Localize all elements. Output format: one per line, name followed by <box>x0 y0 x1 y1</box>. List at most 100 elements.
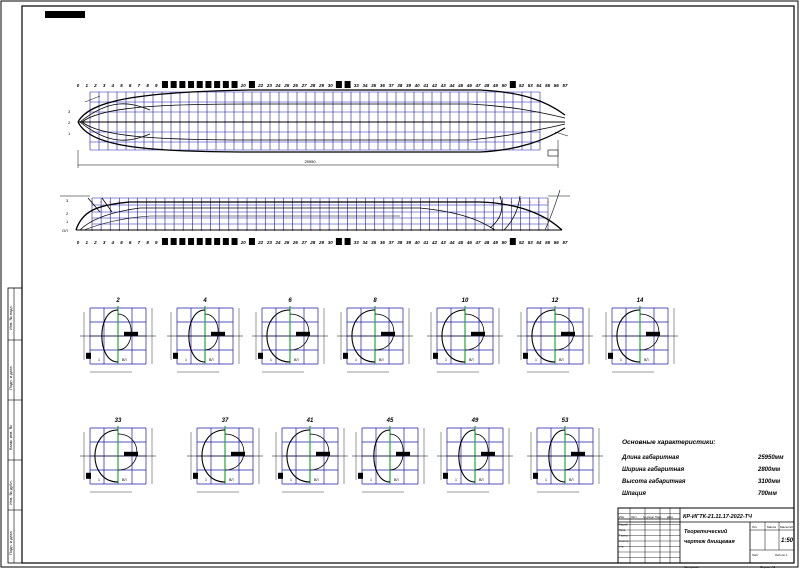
station-number: 53 <box>528 83 534 88</box>
station-number: 50 <box>502 83 508 88</box>
station-number: 9 <box>155 240 158 245</box>
section-waterline-label: ВЛ <box>644 358 649 362</box>
station-number-marker <box>222 81 229 88</box>
char-value: 3100мм <box>758 479 781 485</box>
station-number: 4 <box>111 83 115 88</box>
section-bottom-label: 1 <box>455 478 457 482</box>
characteristics-block: Основные характеристики: Длина габаритна… <box>621 439 784 497</box>
waterline-label: 1 <box>66 219 69 224</box>
char-label: Длина габаритная <box>621 454 679 461</box>
station-number: 22 <box>257 240 264 245</box>
station-number: 38 <box>397 83 403 88</box>
section-4: 4 1 ВЛ <box>167 298 243 373</box>
section-bottom-label: 1 <box>290 478 292 482</box>
station-number: 47 <box>475 240 482 245</box>
station-number: 42 <box>431 240 438 245</box>
station-number: 36 <box>380 240 386 245</box>
station-number-marker <box>196 81 203 88</box>
station-number-marker <box>205 81 212 88</box>
station-number: 30 <box>328 240 334 245</box>
waterline-label: ОЛ <box>62 228 68 233</box>
title-block-row-label: № докум. <box>643 516 655 519</box>
section-bottom-label: 1 <box>98 358 100 362</box>
station-number-marker <box>214 81 221 88</box>
section-waterline-label: ВЛ <box>294 358 299 362</box>
section-waterline-label: ВЛ <box>209 358 214 362</box>
station-number: 26 <box>292 83 299 88</box>
section-bottom-label: 1 <box>98 478 100 482</box>
copied-label: Копировал <box>684 565 699 569</box>
station-number-marker <box>188 238 195 245</box>
station-number: 42 <box>431 83 438 88</box>
title-block-row-label: Дата <box>667 515 673 519</box>
format-label: Формат A1 <box>760 565 775 569</box>
section-bottom-label: 1 <box>205 478 207 482</box>
station-number: 47 <box>475 83 482 88</box>
col-lit: Лит. <box>752 525 758 529</box>
section-number: 14 <box>637 298 644 304</box>
col-mass: Масса <box>767 525 776 529</box>
characteristics-heading: Основные характеристики: <box>622 439 715 446</box>
station-number: 5 <box>120 240 123 245</box>
station-number-marker <box>335 81 342 88</box>
title-block-row-label: Н.контр. <box>619 539 629 543</box>
title-block-row-label: Т.контр. <box>619 534 629 538</box>
station-number: 5 <box>120 83 123 88</box>
station-number: 50 <box>502 240 508 245</box>
title-block-row-label: Разраб. <box>619 523 629 527</box>
section-waterline-label: ВЛ <box>379 358 384 362</box>
station-number: 2 <box>93 240 97 245</box>
station-number: 53 <box>528 240 534 245</box>
station-number: 7 <box>138 83 141 88</box>
waterline-label: 2 <box>68 120 71 125</box>
section-bottom-label: 1 <box>185 358 187 362</box>
char-value: 25950мм <box>757 455 784 461</box>
station-number-marker <box>509 81 516 88</box>
station-number: 7 <box>138 240 141 245</box>
station-number: 34 <box>362 240 368 245</box>
section-number: 12 <box>552 298 559 304</box>
station-number: 1 <box>85 240 88 245</box>
station-number: 48 <box>483 83 490 88</box>
station-number-marker <box>248 81 255 88</box>
station-number-marker <box>170 238 177 245</box>
station-number-marker <box>248 238 255 245</box>
section-waterline-label: ВЛ <box>122 478 127 482</box>
station-number: 27 <box>301 83 308 88</box>
section-number: 4 <box>202 298 207 304</box>
station-number: 41 <box>422 240 429 245</box>
station-number: 39 <box>406 83 412 88</box>
section-number: 37 <box>222 418 229 424</box>
station-number: 28 <box>309 83 316 88</box>
station-number-marker <box>344 238 351 245</box>
station-number: 44 <box>448 240 455 245</box>
station-number: 35 <box>371 83 377 88</box>
station-number: 34 <box>362 83 368 88</box>
section-waterline-label: ВЛ <box>479 478 484 482</box>
station-number: 36 <box>380 83 386 88</box>
station-number: 3 <box>103 83 106 88</box>
section-waterline-label: ВЛ <box>394 478 399 482</box>
station-number-marker <box>161 238 168 245</box>
waterline-label: 2 <box>66 211 69 216</box>
station-number: 6 <box>129 240 132 245</box>
margin-label: Инв. № подл. <box>8 305 13 330</box>
station-number-marker <box>222 238 229 245</box>
station-number: 37 <box>389 83 395 88</box>
station-number: 23 <box>266 240 273 245</box>
station-number: 49 <box>492 240 499 245</box>
station-number: 38 <box>397 240 403 245</box>
station-number: 28 <box>309 240 316 245</box>
section-number: 6 <box>288 298 292 304</box>
station-number: 25 <box>283 240 290 245</box>
station-number: 43 <box>440 240 447 245</box>
station-number: 8 <box>146 240 149 245</box>
section-number: 45 <box>386 418 394 424</box>
station-number: 4 <box>111 240 115 245</box>
